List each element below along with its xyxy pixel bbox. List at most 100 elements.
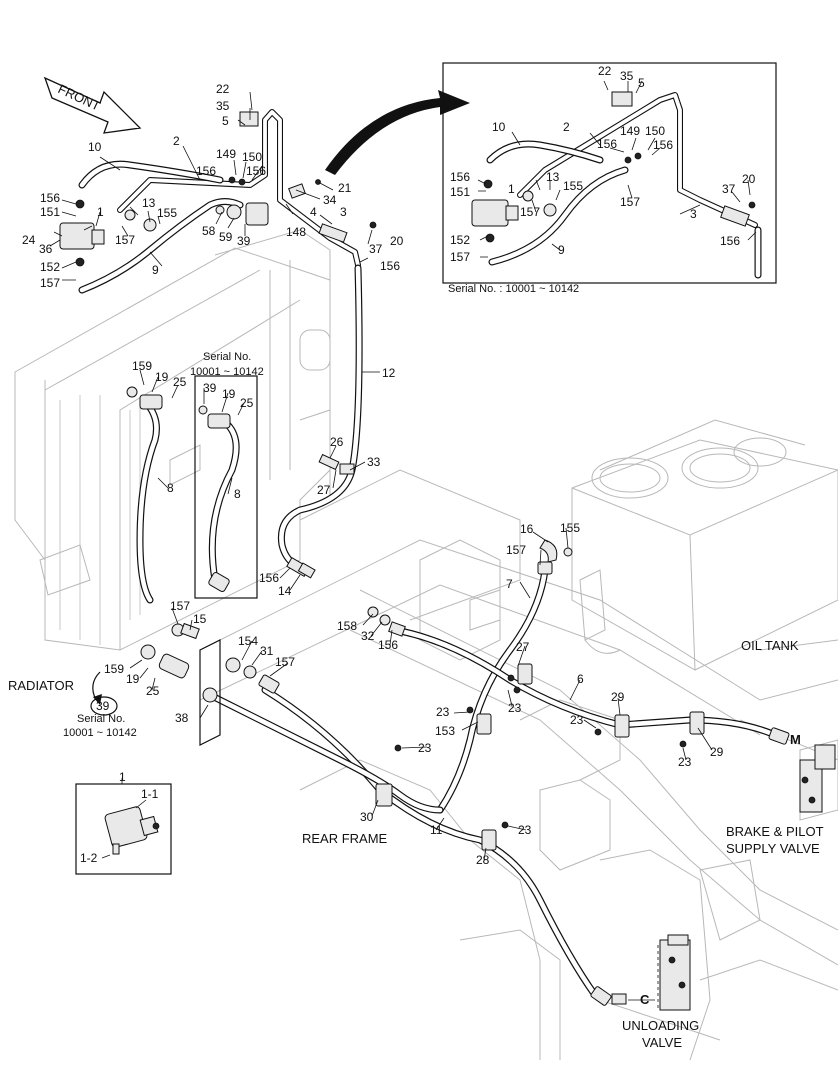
unloading-valve: C UNLOADING VALVE — [622, 934, 699, 1050]
inset-part-157-c: 157 — [450, 250, 470, 264]
inset-top-caption: Serial No. : 10001 ~ 10142 — [448, 283, 579, 295]
ctr-part-23-f: 23 — [518, 823, 532, 837]
ctr-part-7: 7 — [506, 577, 513, 591]
rad-part-19-a: 19 — [155, 370, 169, 384]
part-59: 59 — [219, 230, 233, 244]
inset-part-156-c: 156 — [450, 170, 470, 184]
ctr-part-156-b: 156 — [378, 638, 398, 652]
part-36: 36 — [39, 242, 53, 256]
part-151: 151 — [40, 205, 60, 219]
part-1: 1 — [97, 205, 104, 219]
inset-part-2: 2 — [563, 120, 570, 134]
part-9: 9 — [152, 263, 159, 277]
inset-part-10: 10 — [492, 120, 506, 134]
inset-part-35: 35 — [620, 69, 634, 83]
inset-middle-caption-1: Serial No. — [203, 351, 251, 363]
ctr-part-157-a: 157 — [506, 543, 526, 557]
part-157-b: 157 — [40, 276, 60, 290]
part-156-d: 156 — [246, 164, 266, 178]
rad-part-38: 38 — [175, 711, 189, 725]
rear-frame-label: REAR FRAME — [302, 831, 388, 846]
part-37: 37 — [369, 242, 383, 256]
front-arrow: FRONT — [43, 76, 142, 134]
ctr-part-31: 31 — [260, 644, 274, 658]
inset-pump-label-1: 1-1 — [141, 787, 159, 801]
inset-serial-middle: Serial No. 10001 ~ 10142 — [190, 351, 264, 599]
rad-part-159-a: 159 — [132, 359, 152, 373]
inset-part-152: 152 — [450, 233, 470, 247]
part-148: 148 — [286, 225, 306, 239]
ctr-part-14: 14 — [278, 584, 292, 598]
inset-pump: 1 1-1 1-2 — [75, 770, 172, 875]
ctr-part-30: 30 — [360, 810, 374, 824]
mid-part-25: 25 — [240, 396, 254, 410]
rad-part-25-a: 25 — [173, 375, 187, 389]
part-12: 12 — [382, 366, 396, 380]
port-m-label: M — [790, 732, 801, 747]
part-13: 13 — [142, 196, 156, 210]
part-20: 20 — [390, 234, 404, 248]
ctr-part-29-a: 29 — [611, 690, 625, 704]
radiator-caption-2: 10001 ~ 10142 — [63, 727, 137, 739]
part-156-c: 156 — [40, 191, 60, 205]
ctr-part-6: 6 — [577, 672, 584, 686]
rad-part-157: 157 — [170, 599, 190, 613]
oil-tank-label: OIL TANK — [741, 638, 799, 653]
part-35: 35 — [216, 99, 230, 113]
unloading-label-2: VALVE — [642, 1035, 682, 1050]
ctr-part-28: 28 — [476, 853, 490, 867]
part-156-b: 156 — [380, 259, 400, 273]
ctr-part-154: 154 — [238, 634, 258, 648]
ctr-part-156-a: 156 — [259, 571, 279, 585]
ctr-part-23-c: 23 — [678, 755, 692, 769]
ctr-part-29-b: 29 — [710, 745, 724, 759]
rad-part-15: 15 — [193, 612, 207, 626]
inset-part-157-a: 157 — [520, 205, 540, 219]
part-number-labels: 22 35 5 2 10 149 150 156 21 34 4 3 148 3… — [22, 64, 756, 867]
ctr-part-27-b: 27 — [516, 640, 530, 654]
radiator-note: RADIATOR 39 Serial No. 10001 ~ 10142 — [8, 671, 137, 739]
mid-part-39: 39 — [203, 381, 217, 395]
inset-part-1: 1 — [508, 182, 515, 196]
machine-background — [14, 229, 838, 1061]
inset-part-151: 151 — [450, 185, 470, 199]
ctr-part-23-b: 23 — [570, 713, 584, 727]
ctr-part-158: 158 — [337, 619, 357, 633]
part-149: 149 — [216, 147, 236, 161]
inset-part-156-d: 156 — [720, 234, 740, 248]
part-155: 155 — [157, 206, 177, 220]
part-4: 4 — [310, 205, 317, 219]
inset-middle-caption-2: 10001 ~ 10142 — [190, 366, 264, 378]
ctr-part-16: 16 — [520, 522, 534, 536]
part-152: 152 — [40, 260, 60, 274]
ctr-part-11: 11 — [430, 823, 443, 837]
inset-part-20: 20 — [742, 172, 756, 186]
ctr-part-33: 33 — [367, 455, 381, 469]
brake-pilot-valve: M BRAKE & PILOT SUPPLY VALVE — [726, 732, 838, 856]
radiator-label: RADIATOR — [8, 678, 74, 693]
inset-pump-title: 1 — [119, 770, 126, 784]
ctr-part-23-e: 23 — [418, 741, 432, 755]
inset-part-149: 149 — [620, 124, 640, 138]
part-157-a: 157 — [115, 233, 135, 247]
rad-part-19-b: 19 — [126, 672, 140, 686]
rad-part-159-b: 159 — [104, 662, 124, 676]
ctr-part-32: 32 — [361, 629, 375, 643]
mid-part-19: 19 — [222, 387, 236, 401]
inset-part-9: 9 — [558, 243, 565, 257]
inset-part-22: 22 — [598, 64, 612, 78]
part-39: 39 — [237, 234, 251, 248]
part-5: 5 — [222, 114, 229, 128]
oil-tank: OIL TANK — [571, 419, 838, 671]
inset-part-156-a: 156 — [597, 137, 617, 151]
ctr-part-23-d: 23 — [436, 705, 450, 719]
radiator-circled-ref: 39 — [96, 699, 110, 713]
inset-part-13: 13 — [546, 170, 560, 184]
radiator-hose-8 — [126, 386, 200, 679]
inset-part-5: 5 — [638, 76, 645, 90]
ctr-part-157-b: 157 — [275, 655, 295, 669]
inset-pump-label-2: 1-2 — [80, 851, 98, 865]
part-24: 24 — [22, 233, 36, 247]
brake-pilot-label-2: SUPPLY VALVE — [726, 841, 820, 856]
